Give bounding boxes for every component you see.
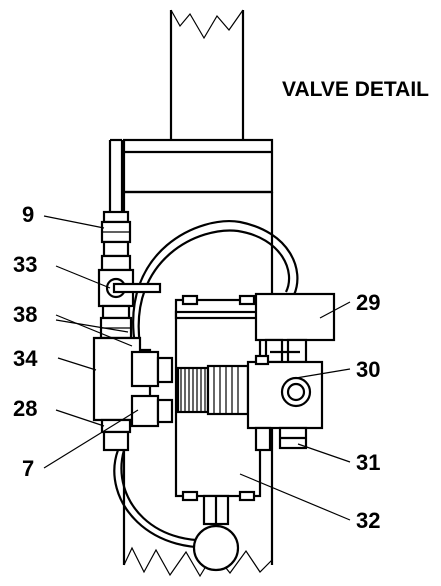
diagram-title: VALVE DETAIL [282, 78, 429, 101]
ball-valve [97, 254, 162, 340]
callout-9: 9 [22, 202, 34, 227]
callout-labels: 9 33 38 34 28 7 29 30 31 32 [13, 202, 380, 533]
callout-leaders [43, 215, 351, 521]
callout-33: 33 [13, 252, 37, 277]
valve-block [174, 294, 262, 572]
callout-7: 7 [22, 456, 34, 481]
upper-column [122, 9, 274, 194]
callout-30: 30 [356, 357, 380, 382]
callout-38: 38 [13, 302, 37, 327]
callout-28: 28 [13, 396, 37, 421]
callout-32: 32 [356, 508, 380, 533]
solenoid [254, 292, 336, 364]
callout-34: 34 [13, 346, 38, 371]
callout-29: 29 [356, 290, 380, 315]
tee-fitting [92, 336, 174, 452]
callout-31: 31 [356, 450, 380, 475]
pilot-valve [246, 354, 324, 452]
supply-line [100, 138, 132, 258]
